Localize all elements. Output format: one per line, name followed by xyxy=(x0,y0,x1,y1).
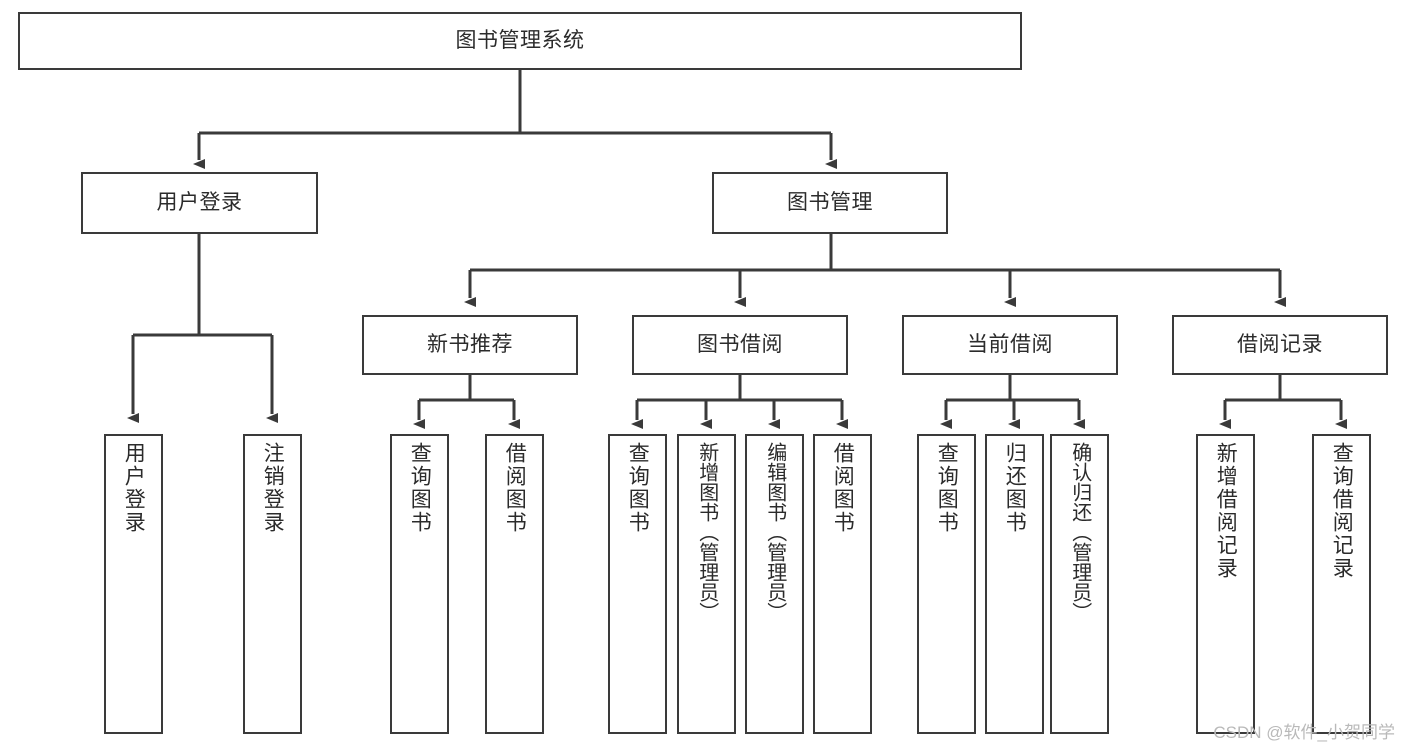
node-label: 归还图书 xyxy=(1003,442,1027,534)
leaf-user-login-signin[interactable]: 用户登录 xyxy=(104,434,163,734)
leaf-borrow-query-book[interactable]: 查询图书 xyxy=(608,434,667,734)
csdn-watermark: CSDN @软件_小贺同学 xyxy=(1213,723,1395,742)
node-label: 图书管理系统 xyxy=(455,28,585,52)
node-label: 图书管理 xyxy=(787,190,873,214)
leaf-borrow-add-book-admin[interactable]: 新增图书（管理员） xyxy=(677,434,736,734)
node-user-login[interactable]: 用户登录 xyxy=(81,172,318,234)
node-label: 借阅图书 xyxy=(503,442,527,534)
node-label: 借阅记录 xyxy=(1237,332,1323,356)
node-label: 用户登录 xyxy=(122,442,146,534)
node-label: 用户登录 xyxy=(156,190,243,214)
node-label: 借阅图书 xyxy=(831,442,855,534)
leaf-current-query-book[interactable]: 查询图书 xyxy=(917,434,976,734)
node-label: 当前借阅 xyxy=(967,332,1053,356)
node-current-borrow[interactable]: 当前借阅 xyxy=(902,315,1118,375)
leaf-recommend-borrow-book[interactable]: 借阅图书 xyxy=(485,434,544,734)
node-label: 查询图书 xyxy=(408,442,432,534)
leaf-record-query-record[interactable]: 查询借阅记录 xyxy=(1312,434,1371,734)
leaf-user-login-signout[interactable]: 注销登录 xyxy=(243,434,302,734)
node-borrow-record[interactable]: 借阅记录 xyxy=(1172,315,1388,375)
leaf-current-confirm-return-admin[interactable]: 确认归还（管理员） xyxy=(1050,434,1109,734)
leaf-current-return-book[interactable]: 归还图书 xyxy=(985,434,1044,734)
node-label: 新增图书（管理员） xyxy=(695,442,718,622)
node-label: 图书借阅 xyxy=(697,332,783,356)
leaf-borrow-edit-book-admin[interactable]: 编辑图书（管理员） xyxy=(745,434,804,734)
leaf-record-add-record[interactable]: 新增借阅记录 xyxy=(1196,434,1255,734)
leaf-recommend-query-book[interactable]: 查询图书 xyxy=(390,434,449,734)
node-root-system[interactable]: 图书管理系统 xyxy=(18,12,1022,70)
node-new-book-recommend[interactable]: 新书推荐 xyxy=(362,315,578,375)
node-label: 注销登录 xyxy=(261,442,285,534)
node-label: 确认归还（管理员） xyxy=(1068,442,1091,622)
leaf-borrow-borrow-book[interactable]: 借阅图书 xyxy=(813,434,872,734)
node-label: 新增借阅记录 xyxy=(1214,442,1238,580)
node-label: 查询图书 xyxy=(935,442,959,534)
node-book-borrow[interactable]: 图书借阅 xyxy=(632,315,848,375)
node-book-management[interactable]: 图书管理 xyxy=(712,172,948,234)
node-label: 查询图书 xyxy=(626,442,650,534)
node-label: 新书推荐 xyxy=(427,332,513,356)
node-label: 查询借阅记录 xyxy=(1330,442,1354,580)
node-label: 编辑图书（管理员） xyxy=(763,442,786,622)
